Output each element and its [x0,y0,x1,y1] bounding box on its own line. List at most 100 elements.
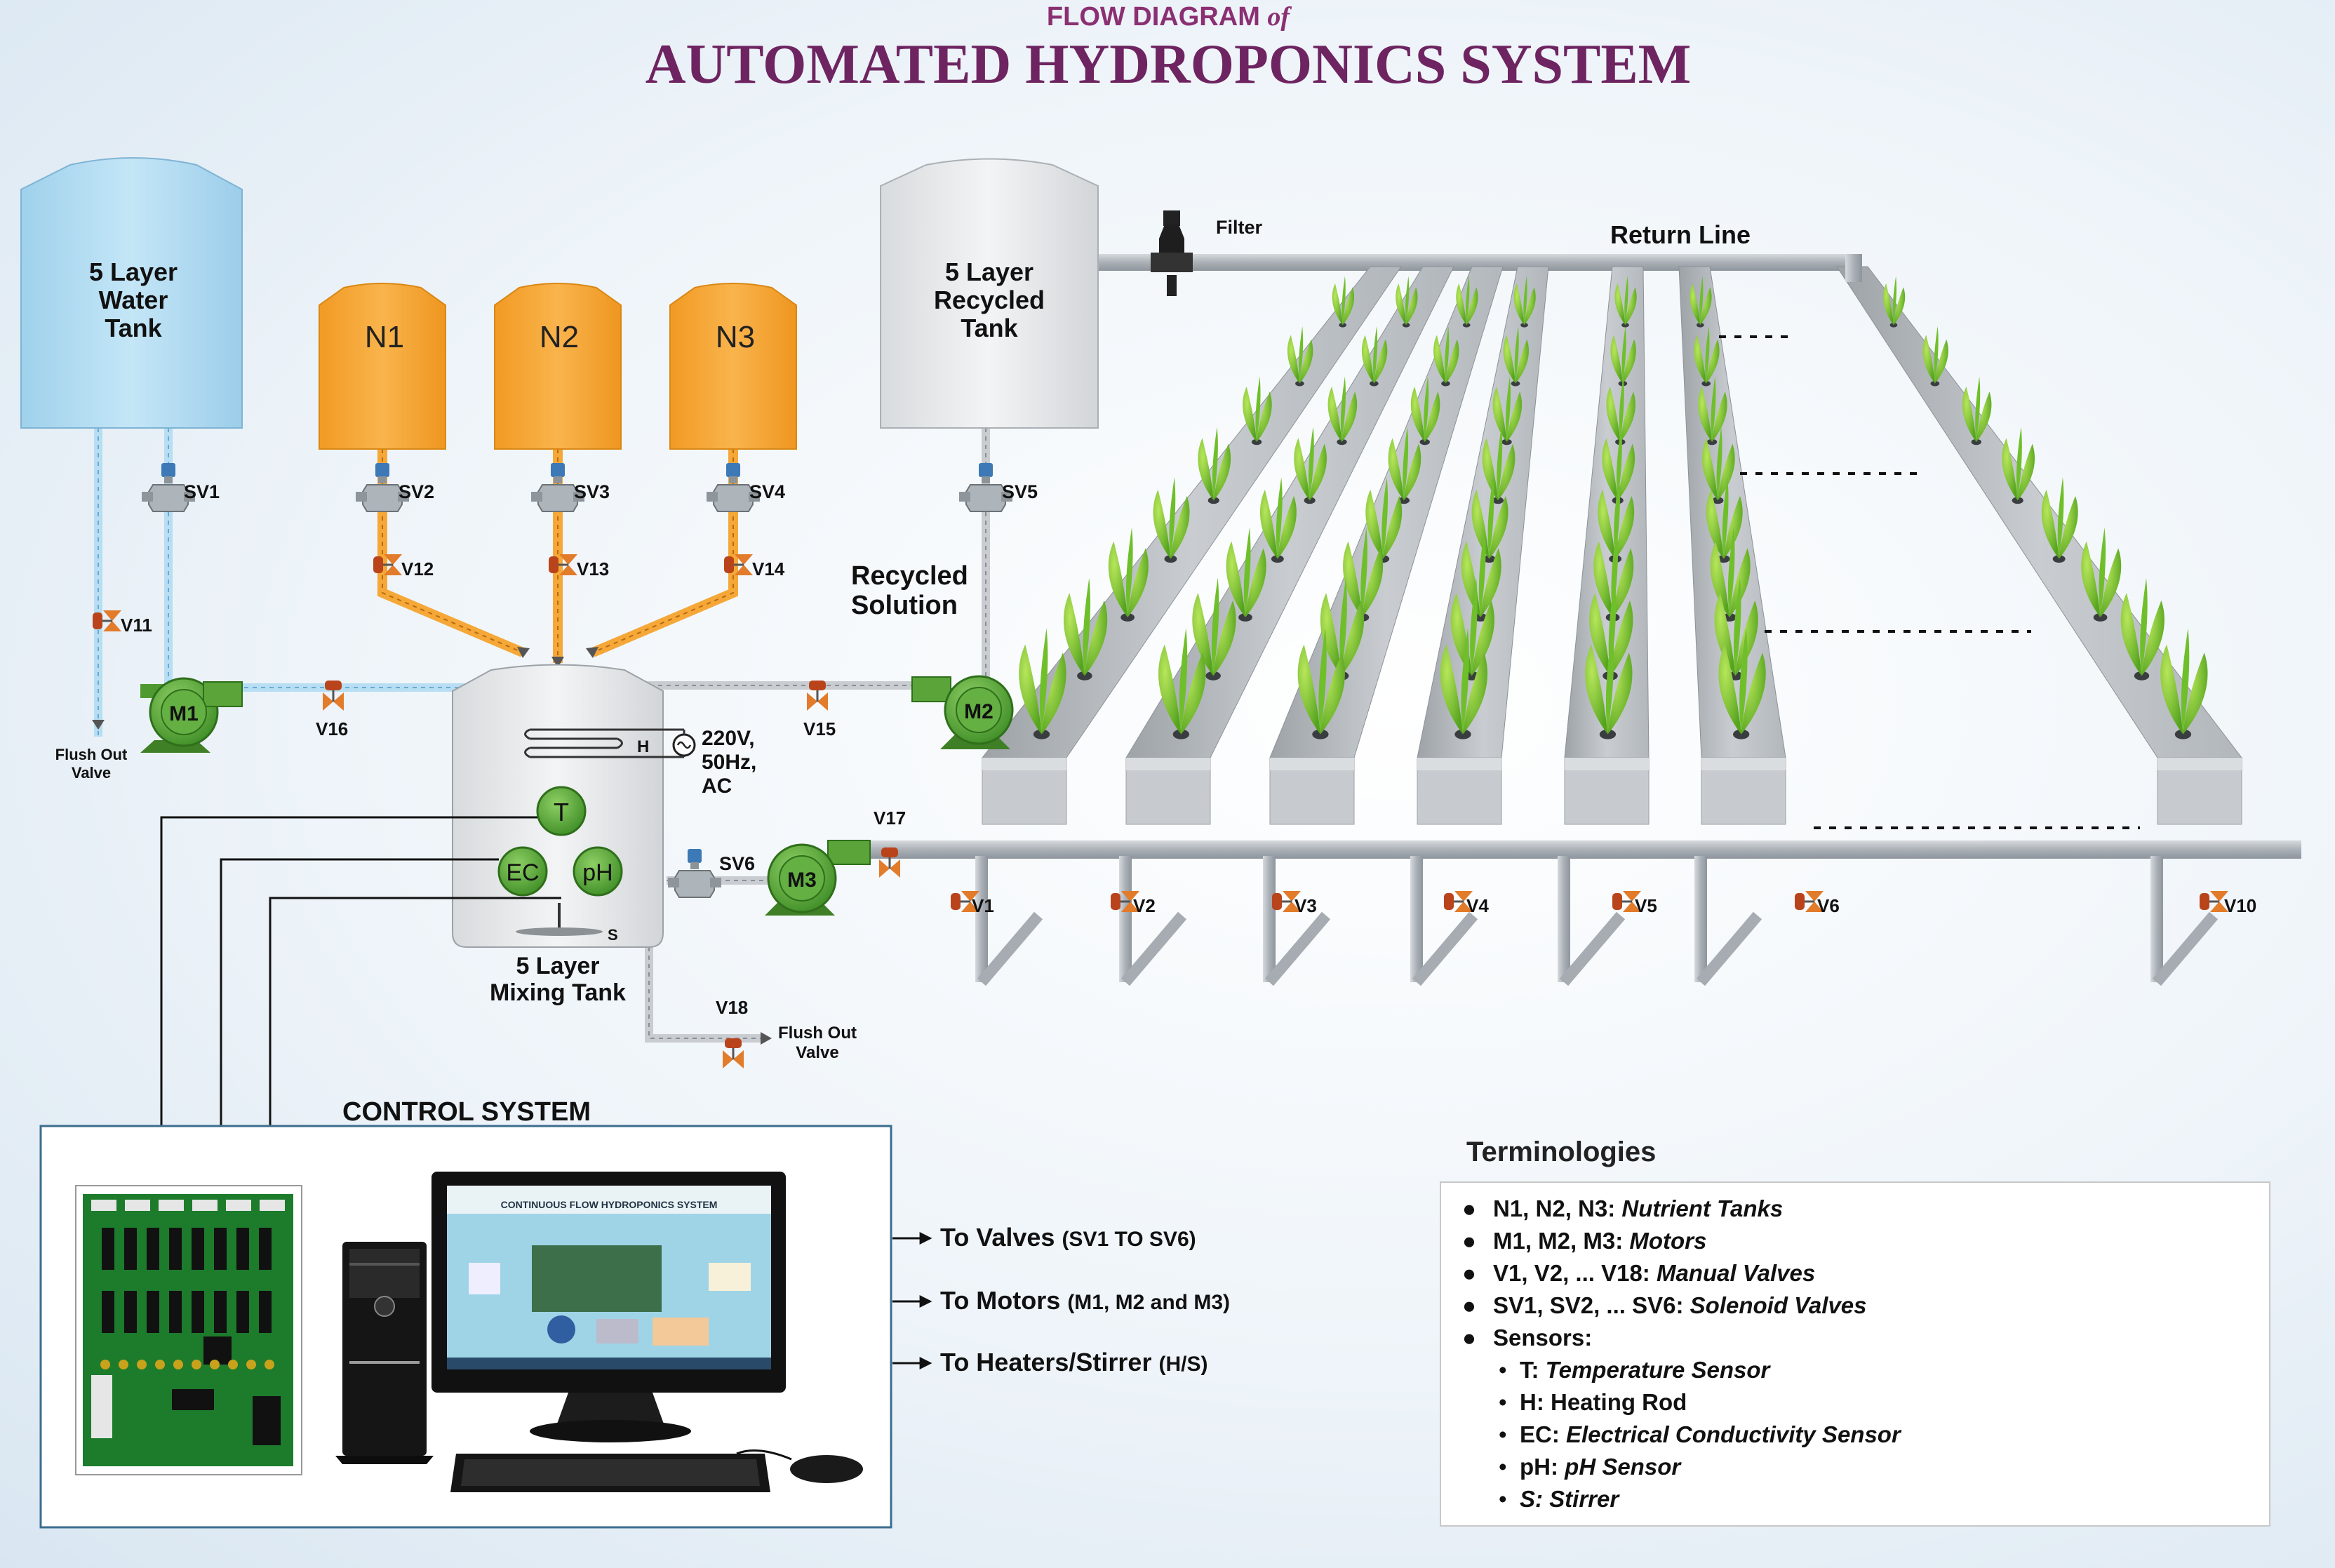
svg-text:SV1: SV1 [184,481,220,502]
svg-text:SV4: SV4 [749,481,785,502]
svg-text:Filter: Filter [1216,217,1263,238]
nft-channel [1410,266,1549,986]
solenoid-valve-icon [356,463,409,512]
manual-valve-icon [879,847,900,878]
screen-title: CONTINUOUS FLOW HYDROPONICS SYSTEM [501,1199,718,1210]
plant [1614,276,1637,326]
manual-valve-icon [373,554,402,575]
svg-text:M3: M3 [787,869,817,892]
return-line-label: Return Line [1610,220,1751,249]
manual-valve-icon [1795,891,1824,912]
term-ph: •pH: pH Sensor [1499,1454,1681,1480]
output-motors: To Motors (M1, M2 and M3) [940,1286,1230,1315]
plant [1602,427,1635,501]
nft-channel [1678,266,1786,986]
svg-text:T: T [554,798,569,826]
motor-m1: M1 [140,677,243,753]
temperature-sensor [536,786,587,836]
manual-valve-icon [1111,891,1139,912]
term-nutrient: ●N1, N2, N3: Nutrient Tanks [1462,1195,1784,1221]
term-solenoid-valves: ●SV1, SV2, ... SV6: Solenoid Valves [1462,1292,1867,1318]
plant [2160,628,2208,735]
plant [1108,527,1149,617]
solenoid-labels: SV1 SV2 SV3 SV4 SV5 SV6 [184,481,1038,874]
plant [1396,276,1418,326]
diagram-title: AUTOMATED HYDROPONICS SYSTEM [645,34,1692,95]
ph-sensor [573,846,623,897]
solenoid-valve-icon [142,463,195,512]
plant [1513,276,1536,326]
nft-channel [1119,266,1454,986]
svg-text:pH: pH [582,859,613,886]
manual-valve-icon [1272,891,1301,912]
plant [2002,427,2035,501]
manual-valve-icon [93,610,121,631]
plant [1706,477,1743,559]
nutrient-tank-n2: N2 [494,283,622,450]
plant [1718,628,1766,735]
svg-text:M2: M2 [964,700,993,723]
manual-valve-icon [1444,891,1473,912]
svg-text:V6: V6 [1817,895,1840,916]
plant [1503,326,1529,384]
svg-text:V11: V11 [121,615,152,636]
plant [1492,376,1523,442]
manual-valve-icon [723,1038,744,1068]
plant [1019,628,1066,735]
nft-channel [1836,266,2243,986]
plant [2041,477,2078,559]
nft-channel [1558,266,1650,986]
svg-text:N1: N1 [365,320,404,354]
manual-valve-icon [724,554,753,575]
plant [1694,326,1720,384]
plant [1198,427,1231,501]
control-system-title: CONTROL SYSTEM [342,1097,591,1127]
plant [1433,326,1459,384]
svg-text:V3: V3 [1294,895,1317,916]
plant [1690,276,1712,326]
plant [1297,628,1345,735]
svg-text:V4: V4 [1466,895,1489,916]
motor-m3: M3 [765,840,871,916]
svg-text:V13: V13 [577,558,609,579]
svg-text:220V,50Hz,AC: 220V,50Hz,AC [702,727,756,798]
svg-text:V12: V12 [401,558,434,579]
plant [1327,376,1358,442]
svg-text:V18: V18 [716,997,748,1018]
term-ec: •EC: Electrical Conductivity Sensor [1499,1421,1901,1447]
diagram-subtitle: FLOW DIAGRAM of [1047,2,1292,32]
solenoid-valves [142,463,1012,898]
svg-text:H: H [637,737,649,756]
nutrient-tank-n1: N1 [319,283,446,450]
plant [1456,276,1478,326]
plant [1440,628,1488,735]
terminologies-box: ●N1, N2, N3: Nutrient Tanks ●M1, M2, M3:… [1440,1181,2270,1527]
plant [1294,427,1327,501]
term-stirrer: •S: Stirrer [1499,1486,1619,1512]
plant [1482,427,1516,501]
plant [1259,477,1297,559]
plant [1226,527,1266,617]
term-manual-valves: ●V1, V2, ... V18: Manual Valves [1462,1260,1816,1286]
solenoid-valve-icon [668,849,721,898]
plant [1585,628,1633,735]
manual-valve-icon [951,891,979,912]
nft-channels [975,254,2243,986]
manual-valve-icon [1612,891,1641,912]
svg-text:V14: V14 [752,558,785,579]
svg-text:V2: V2 [1133,895,1156,916]
svg-text:N2: N2 [540,320,579,354]
output-valves: To Valves (SV1 TO SV6) [940,1223,1196,1252]
svg-text:SV2: SV2 [399,481,434,502]
nft-channel [975,266,1402,986]
svg-text:EC: EC [506,859,539,886]
plant [1610,326,1636,384]
plant [1192,577,1236,676]
plant [2081,527,2122,617]
plant [1361,326,1388,384]
term-sensors: ●Sensors: [1462,1325,1593,1351]
plant [1365,477,1403,559]
